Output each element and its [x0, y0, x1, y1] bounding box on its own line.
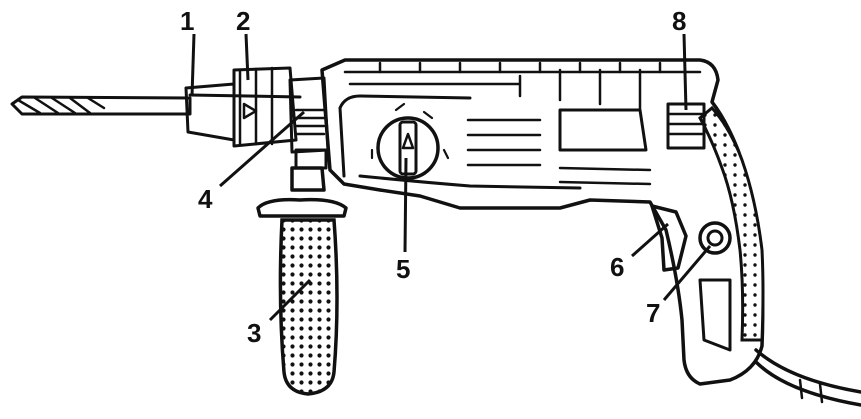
- hammer-body: [320, 58, 765, 386]
- drill-bit: [10, 95, 192, 116]
- leader-1: [190, 33, 196, 97]
- leader-6: [631, 222, 669, 258]
- callout-4: 4: [198, 184, 213, 214]
- callout-6: 6: [610, 252, 624, 282]
- mode-selector-knob: [370, 102, 450, 180]
- leader-8: [682, 33, 688, 111]
- callout-2: 2: [236, 6, 250, 36]
- leader-5: [403, 157, 408, 253]
- rear-grip: [698, 105, 765, 342]
- callout-5: 5: [396, 254, 410, 284]
- callout-1: 1: [180, 6, 194, 36]
- power-cord: [698, 278, 861, 407]
- callout-8: 8: [672, 6, 686, 36]
- trigger: [650, 204, 688, 272]
- leader-7: [662, 245, 712, 301]
- callout-labels: 1 2 3 4 5 6 7 8: [180, 6, 686, 348]
- auxiliary-handle: [256, 166, 348, 396]
- callout-7: 7: [646, 298, 660, 328]
- chuck: [184, 66, 302, 148]
- leader-2: [244, 33, 250, 81]
- callout-3: 3: [247, 318, 261, 348]
- leader-lines: [190, 33, 712, 322]
- leader-4: [219, 110, 305, 188]
- lock-button: [698, 221, 732, 255]
- direction-switch: [666, 102, 706, 150]
- leader-3: [268, 278, 312, 322]
